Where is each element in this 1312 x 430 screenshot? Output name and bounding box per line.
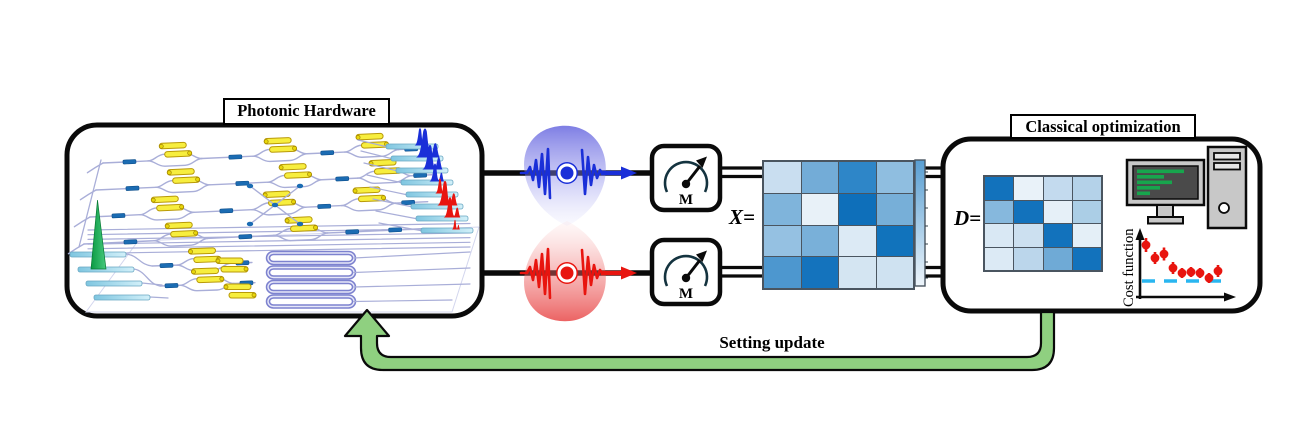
- matrix-cell: [876, 193, 913, 225]
- cost-function-axis-label: Cost function: [1121, 228, 1137, 307]
- feedback-arrow: [343, 308, 1056, 372]
- matrix-cell: [1043, 200, 1072, 223]
- matrix-cell: [1014, 247, 1043, 270]
- cost-data-points: [1141, 238, 1223, 283]
- computer-tower-icon: [1206, 145, 1248, 230]
- classical-optimization-title: Classical optimization: [1010, 114, 1196, 139]
- input-ports: [69, 199, 151, 301]
- x-matrix-label: X=: [729, 205, 755, 229]
- entanglement-blob-icon: [524, 125, 606, 322]
- matrix-cell: [1043, 177, 1072, 200]
- x-matrix-colorbar: [914, 159, 928, 287]
- input-pulse-green: [90, 199, 107, 270]
- matrix-cell: [1072, 200, 1101, 223]
- d-matrix-label: D=: [954, 206, 982, 230]
- mzi-mesh-top: [67, 132, 434, 255]
- cost-point: [1141, 240, 1151, 250]
- matrix-cell: [985, 247, 1014, 270]
- photonic-hardware-title: Photonic Hardware: [223, 98, 390, 125]
- matrix-cell: [801, 193, 838, 225]
- matrix-cell: [1014, 224, 1043, 247]
- matrix-cell: [764, 257, 801, 288]
- matrix-cell: [985, 177, 1014, 200]
- matrix-cell: [1072, 224, 1101, 247]
- cost-point: [1204, 273, 1214, 283]
- matrix-cell: [1043, 247, 1072, 270]
- matrix-cell: [1014, 200, 1043, 223]
- matrix-cell: [764, 193, 801, 225]
- measurement-box-top: [652, 146, 720, 210]
- d-matrix: [983, 175, 1103, 272]
- matrix-cell: [985, 224, 1014, 247]
- cost-point: [1195, 268, 1205, 278]
- matrix-cell: [839, 225, 876, 257]
- y-axis-arrow: [1135, 228, 1145, 240]
- matrix-cell: [801, 257, 838, 288]
- setting-update-label: Setting update: [719, 333, 825, 352]
- photonic-circuit-illustration: [67, 128, 480, 313]
- cost-point: [1213, 266, 1223, 276]
- matrix-cell: [1072, 177, 1101, 200]
- delay-spiral-icons: [265, 250, 471, 309]
- matrix-cell: [876, 257, 913, 288]
- matrix-cell: [1014, 177, 1043, 200]
- matrix-cell: [1072, 247, 1101, 270]
- cost-point: [1159, 249, 1169, 259]
- matrix-cell: [839, 162, 876, 193]
- matrix-cell: [876, 225, 913, 257]
- matrix-cell: [839, 193, 876, 225]
- matrix-cell: [985, 200, 1014, 223]
- computer-icon: [1125, 145, 1248, 230]
- matrix-cell: [764, 225, 801, 257]
- x-axis-arrow: [1224, 292, 1236, 302]
- matrix-cell: [764, 162, 801, 193]
- matrix-cell: [801, 225, 838, 257]
- cost-function-plot: [1135, 228, 1236, 302]
- matrix-cell: [876, 162, 913, 193]
- matrix-cell: [839, 257, 876, 288]
- matrix-cell: [801, 162, 838, 193]
- terminal-text-bars: [1137, 169, 1184, 196]
- cost-point: [1177, 268, 1187, 278]
- x-matrix: [762, 160, 915, 290]
- matrix-cell: [1043, 224, 1072, 247]
- measurement-box-bottom: [652, 240, 720, 304]
- waveguide-crossing: [246, 183, 304, 227]
- mzi-mesh-bottom: [125, 247, 257, 299]
- cost-point: [1168, 263, 1178, 273]
- output-ports: [357, 128, 474, 234]
- cost-point: [1150, 253, 1160, 263]
- cost-point: [1186, 267, 1196, 277]
